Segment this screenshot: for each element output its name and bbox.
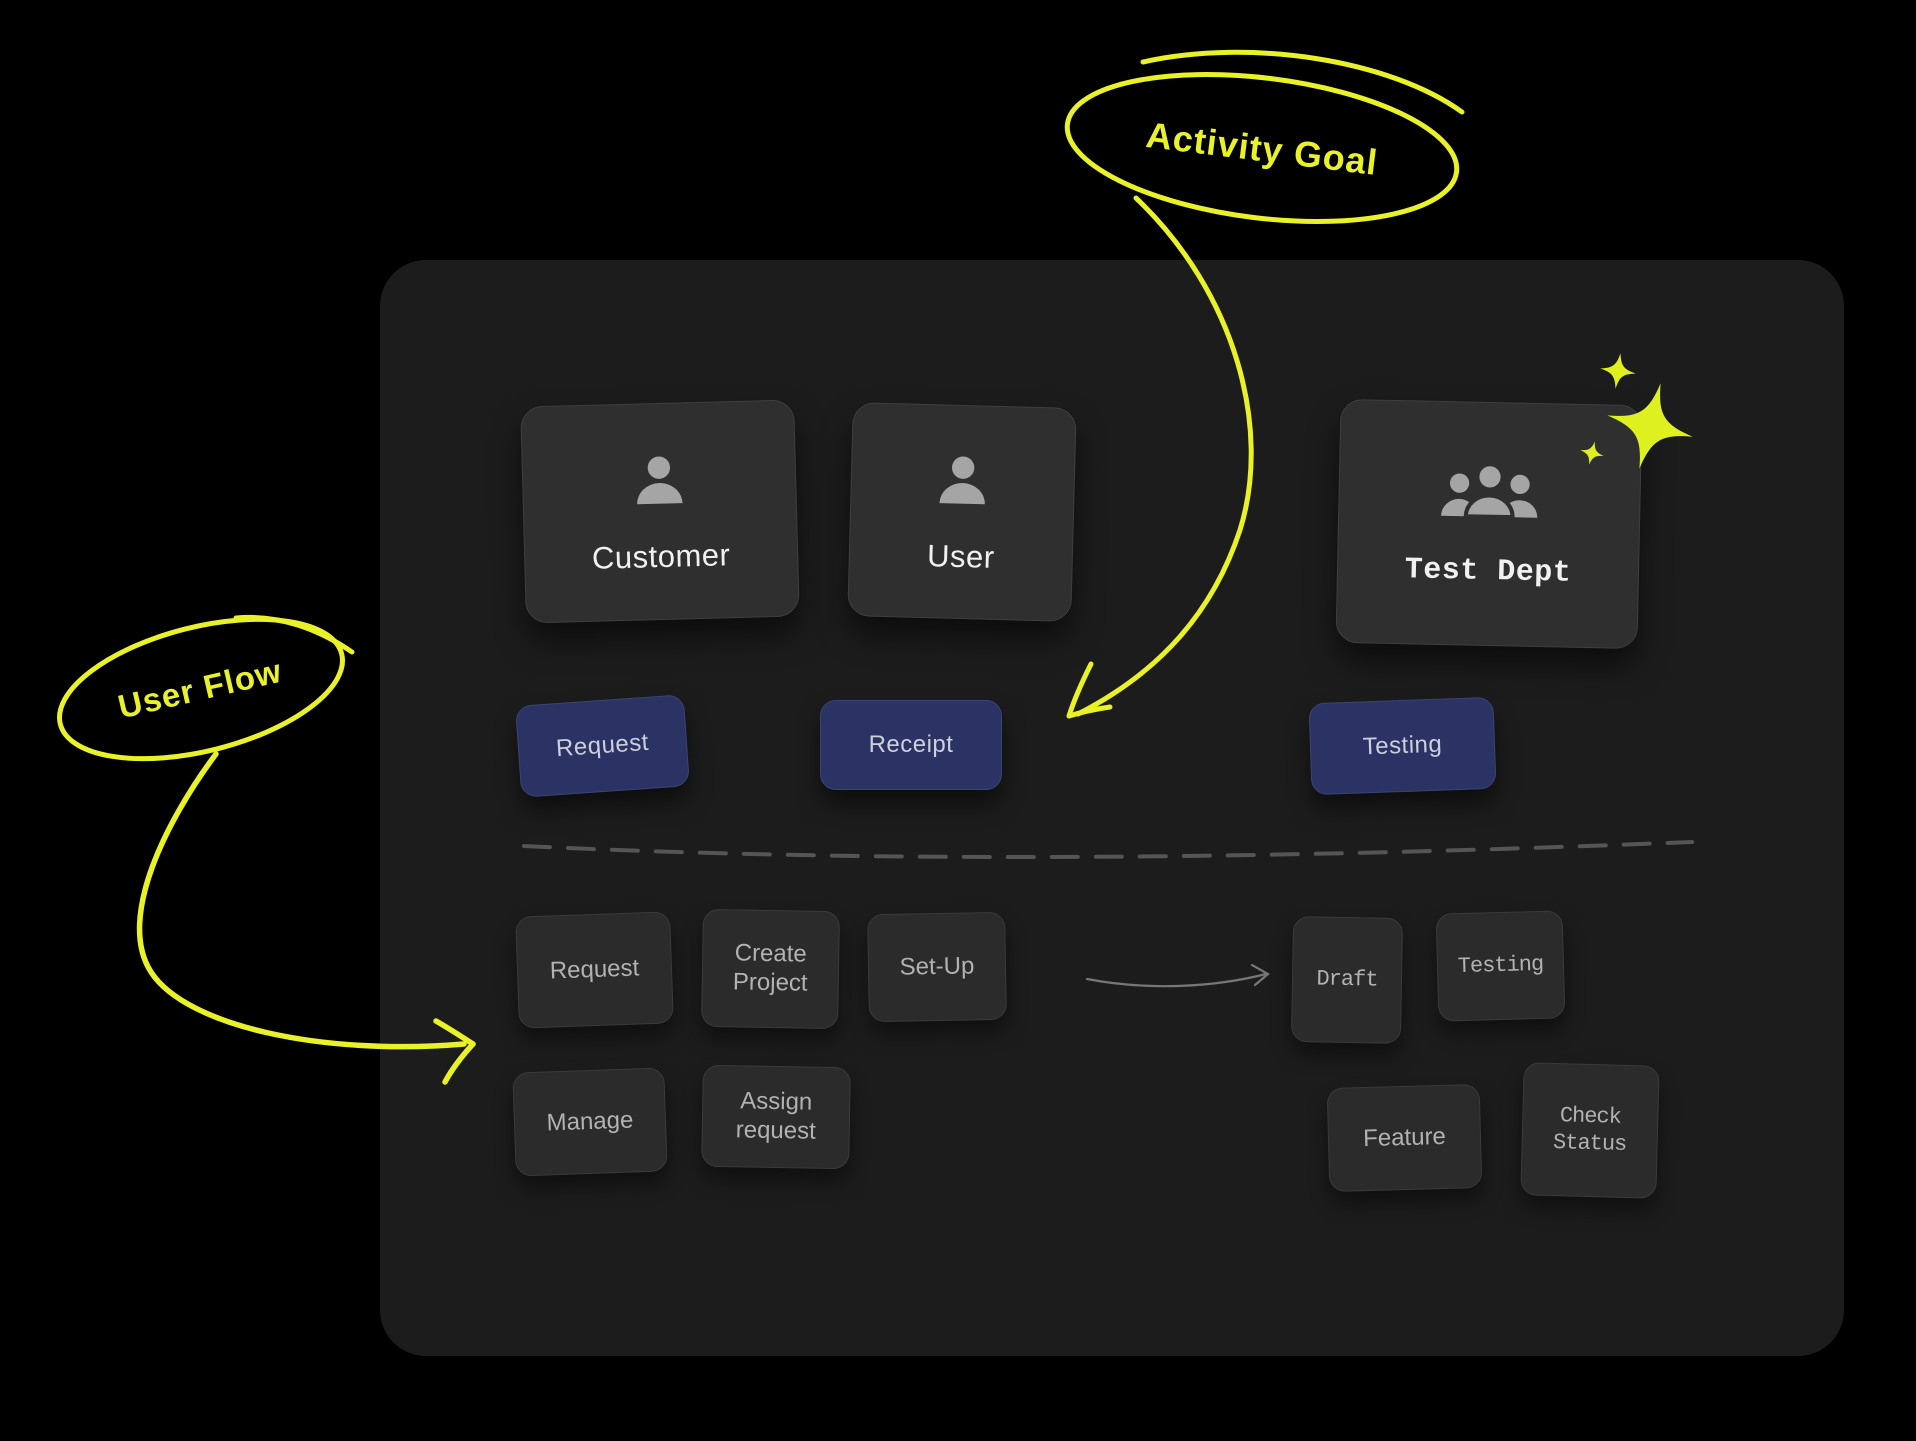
actor-card-customer[interactable]: Customer: [520, 399, 800, 624]
actor-label: User: [926, 538, 996, 575]
user-flow-label: User Flow: [114, 651, 286, 726]
task-label: Request: [549, 954, 640, 985]
badge-label: Request: [555, 728, 650, 763]
task-card-assign-request[interactable]: Assign request: [701, 1064, 851, 1170]
task-label: Assign request: [735, 1087, 817, 1145]
badge-label: Receipt: [868, 731, 954, 758]
task-label: Set-Up: [899, 951, 975, 981]
activity-goal-label: Activity Goal: [1143, 113, 1381, 184]
task-label: Draft: [1316, 966, 1378, 993]
actor-label: Customer: [591, 536, 731, 576]
actor-card-user[interactable]: User: [847, 402, 1077, 622]
task-label: Check Status: [1552, 1103, 1627, 1157]
person-icon: [626, 448, 692, 514]
task-card-set-up[interactable]: Set-Up: [867, 911, 1007, 1023]
task-card-check-status[interactable]: Check Status: [1520, 1062, 1660, 1199]
person-icon: [930, 448, 996, 514]
activity-badge-receipt[interactable]: Receipt: [820, 700, 1002, 790]
actor-label: Test Dept: [1404, 553, 1572, 591]
task-label: Testing: [1457, 951, 1544, 979]
sparkle-icon: [1572, 346, 1702, 481]
task-label: Create Project: [732, 939, 808, 997]
task-label: Feature: [1362, 1122, 1447, 1152]
task-card-draft[interactable]: Draft: [1290, 916, 1404, 1044]
activity-badge-request[interactable]: Request: [514, 694, 691, 798]
task-card-feature[interactable]: Feature: [1326, 1084, 1483, 1192]
task-card-create-project[interactable]: Create Project: [700, 908, 841, 1030]
badge-label: Testing: [1362, 730, 1443, 761]
task-card-testing[interactable]: Testing: [1435, 910, 1566, 1022]
activity-badge-testing[interactable]: Testing: [1308, 696, 1497, 796]
task-card-manage[interactable]: Manage: [512, 1067, 668, 1177]
group-icon: [1439, 458, 1540, 526]
actor-card-test-dept[interactable]: Test Dept: [1335, 398, 1643, 650]
task-card-request[interactable]: Request: [515, 911, 674, 1029]
task-label: Manage: [546, 1106, 634, 1137]
